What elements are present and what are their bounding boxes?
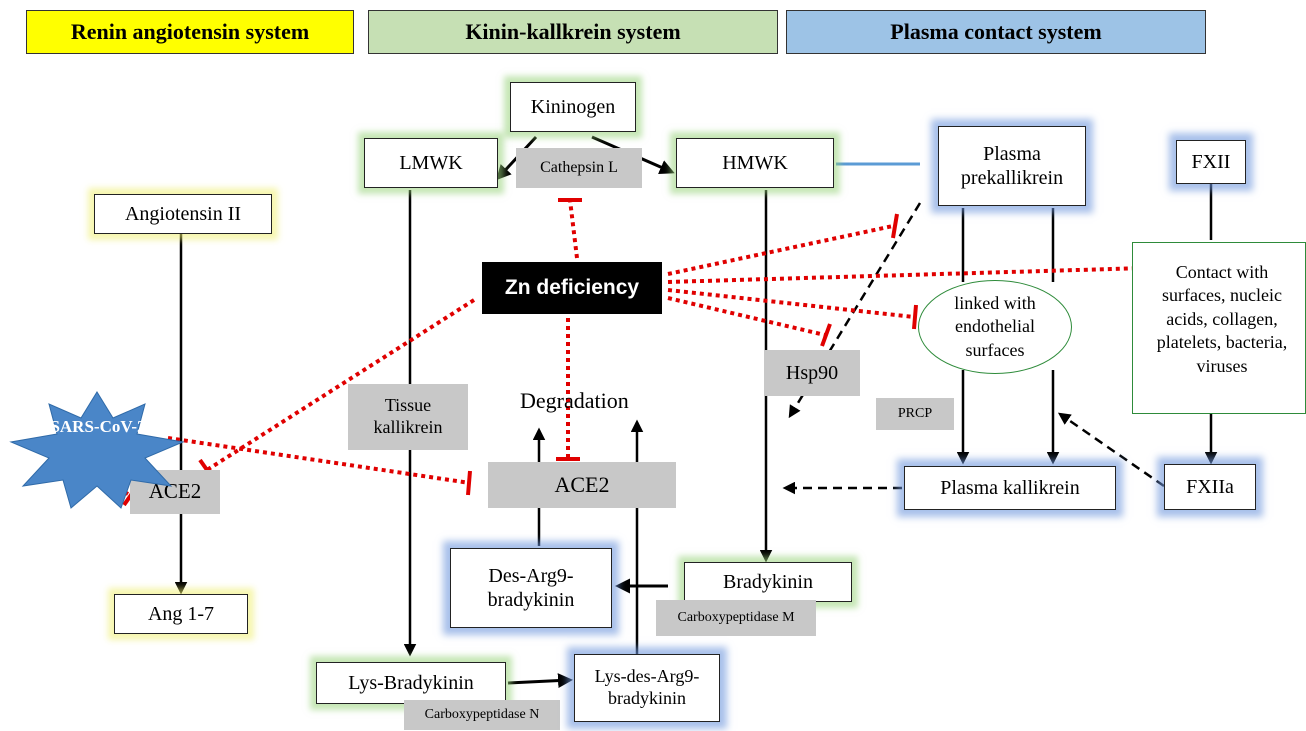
node-fxii: FXII	[1176, 140, 1246, 184]
label-degradation: Degradation	[520, 388, 629, 413]
node-kininogen: Kininogen	[510, 82, 636, 132]
sars-cov-2-virus-icon	[9, 391, 185, 509]
node-plasma-kallikrein: Plasma kallikrein	[904, 466, 1116, 510]
node-bradykinin: Bradykinin	[684, 562, 852, 602]
node-hsp90: Hsp90	[764, 350, 860, 396]
inhibit-zn-to-hsp90	[667, 296, 826, 337]
inhibit-zn-to-endothelial	[667, 288, 915, 319]
node-hmwk: HMWK	[676, 138, 834, 188]
node-plasma-prekallikrein: Plasma prekallikrein	[938, 126, 1086, 206]
node-contact-with-surfaces: Contact with surfaces, nucleic acids, co…	[1132, 242, 1306, 414]
inhibit-zn-to-prekallikrein	[667, 224, 894, 276]
node-carboxypeptidase-n: Carboxypeptidase N	[404, 700, 560, 730]
dashed-prekallikrein-to-ace2-region	[788, 202, 922, 419]
header-plasma-contact-system: Plasma contact system	[786, 10, 1206, 54]
node-angiotensin-ii: Angiotensin II	[94, 194, 272, 234]
node-cathepsin-l: Cathepsin L	[516, 148, 642, 188]
node-zn-deficiency: Zn deficiency	[482, 262, 662, 314]
inhibit-zn-to-contact	[667, 266, 1147, 284]
node-prcp: PRCP	[876, 398, 954, 430]
node-des-arg9-bradykinin: Des-Arg9-bradykinin	[450, 548, 612, 628]
node-lmwk: LMWK	[364, 138, 498, 188]
dashed-fxiia-to-kallikrein	[1057, 412, 1165, 488]
header-kinin-kallkrein-system: Kinin-kallkrein system	[368, 10, 778, 54]
node-ang-1-7: Ang 1-7	[114, 594, 248, 634]
inhibition-lines	[102, 199, 1147, 496]
sars-cov-2-label: SARS-CoV-2	[50, 417, 146, 436]
node-ace2-center: ACE2	[488, 462, 676, 508]
header-renin-angiotensin-system: Renin angiotensin system	[26, 10, 354, 54]
node-tissue-kallikrein: Tissue kallikrein	[348, 384, 468, 450]
node-fxiia: FXIIa	[1164, 464, 1256, 510]
arrow-lysbk-to-lysdesarg	[507, 673, 573, 689]
node-carboxypeptidase-m: Carboxypeptidase M	[656, 600, 816, 636]
node-linked-endothelial: linked with endothelial surfaces	[918, 280, 1072, 374]
node-lys-des-arg9-bradykinin: Lys-des-Arg9-bradykinin	[574, 654, 720, 722]
inhibit-zn-to-cathepsin	[568, 199, 579, 259]
inhibit-virus-to-ace2-center	[167, 436, 471, 485]
node-lys-bradykinin: Lys-Bradykinin	[316, 662, 506, 704]
